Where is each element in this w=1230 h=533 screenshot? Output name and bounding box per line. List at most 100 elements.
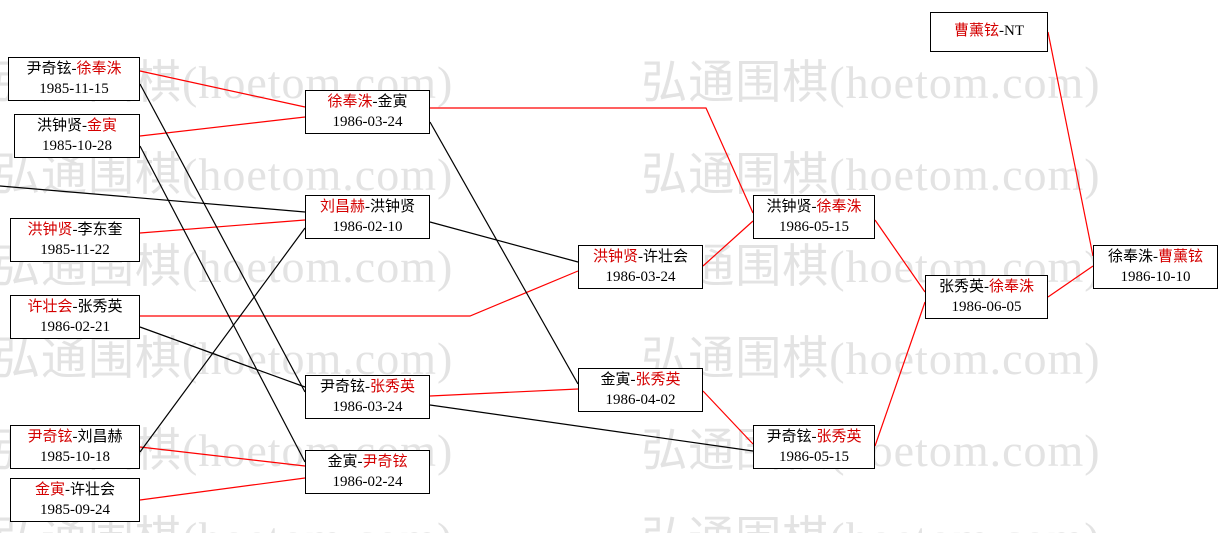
loser-name: 张秀英 xyxy=(77,299,123,315)
match-box-m9: 尹奇铉-张秀英 1986-03-24 xyxy=(305,375,430,419)
loser-name: 尹奇铉 xyxy=(319,379,365,395)
match-players: 刘昌赫-洪钟贤 xyxy=(306,197,429,217)
connector-line-m13-to-m15 xyxy=(874,219,926,293)
connector-line-m1-to-m9 xyxy=(139,83,306,393)
player-separator: - xyxy=(65,482,70,498)
match-date: 1986-05-15 xyxy=(779,449,849,465)
match-players: 许壮会-张秀英 xyxy=(11,297,139,317)
winner-name: 张秀英 xyxy=(370,379,416,395)
match-date: 1986-10-10 xyxy=(1120,269,1191,285)
winner-name: 徐奉洙 xyxy=(327,94,373,110)
match-date: 1986-04-02 xyxy=(605,392,676,408)
loser-name: 徐奉洙 xyxy=(1107,249,1153,265)
loser-name: 金寅 xyxy=(600,372,631,388)
loser-name: 李东奎 xyxy=(77,222,123,238)
match-players: 洪钟贤-金寅 xyxy=(15,116,139,136)
match-date: 1985-10-18 xyxy=(40,449,110,465)
winner-name: 金寅 xyxy=(34,482,65,498)
winner-name: 张秀英 xyxy=(816,429,862,445)
player-separator: - xyxy=(638,249,643,265)
match-box-m1: 尹奇铉-徐奉洙 1985-11-15 xyxy=(8,57,140,101)
loser-name: 尹奇铉 xyxy=(766,429,812,445)
connector-line-m2-to-m7 xyxy=(139,116,306,137)
match-date: 1986-03-24 xyxy=(332,399,403,415)
match-players: 尹奇铉-张秀英 xyxy=(754,427,874,447)
connector-line-m14-to-m15 xyxy=(874,301,926,447)
match-players: 尹奇铉-徐奉洙 xyxy=(9,59,139,79)
player-separator: - xyxy=(72,299,78,315)
match-date: 1985-11-15 xyxy=(39,81,109,97)
loser-name: 张秀英 xyxy=(938,279,984,295)
connector-line-m12-to-m14 xyxy=(702,390,754,445)
connector-line-m4-to-m9 xyxy=(139,326,306,388)
player-separator: - xyxy=(811,199,817,215)
match-players: 徐奉洙-金寅 xyxy=(306,92,429,112)
match-players: 尹奇铉-张秀英 xyxy=(306,377,429,397)
match-players: 洪钟贤-徐奉洙 xyxy=(754,197,874,217)
player-separator: - xyxy=(72,222,78,238)
loser-name: 许壮会 xyxy=(70,482,116,498)
match-players: 洪钟贤-李东奎 xyxy=(11,220,139,240)
connector-line-left-edge-to-m8 xyxy=(0,185,306,213)
player-separator: - xyxy=(82,118,87,134)
player-separator: - xyxy=(630,372,636,388)
winner-name: 徐奉洙 xyxy=(816,199,862,215)
loser-name: 洪钟贤 xyxy=(370,199,416,215)
player-separator: - xyxy=(984,279,989,295)
match-players: 徐奉洙-曹薰铉 xyxy=(1094,247,1217,267)
match-box-m15: 张秀英-徐奉洙 1986-06-05 xyxy=(925,275,1048,319)
match-date: 1985-10-28 xyxy=(42,138,112,154)
connector-line-m5-to-m8 xyxy=(139,227,306,453)
player-separator: - xyxy=(365,379,370,395)
player-separator: - xyxy=(365,199,370,215)
connector-line-m4-to-m11 xyxy=(140,270,579,317)
connector-line-m15-to-m17 xyxy=(1047,265,1094,298)
winner-name: 曹薰铉 xyxy=(953,23,999,39)
match-date: 1986-05-15 xyxy=(779,219,849,235)
loser-name: NT xyxy=(1004,23,1024,39)
player-separator: - xyxy=(999,23,1004,39)
connector-line-m5-to-m10 xyxy=(139,446,306,467)
connector-line-m11-to-m13 xyxy=(702,220,754,267)
player-separator: - xyxy=(357,454,363,470)
winner-name: 洪钟贤 xyxy=(27,222,73,238)
match-box-m14: 尹奇铉-张秀英 1986-05-15 xyxy=(753,425,875,469)
winner-name: 徐奉洙 xyxy=(76,61,122,77)
match-date: 1986-02-10 xyxy=(332,219,403,235)
match-date: 1986-02-24 xyxy=(332,474,403,490)
match-box-m17: 徐奉洙-曹薰铉 1986-10-10 xyxy=(1093,245,1218,289)
player-separator: - xyxy=(72,429,78,445)
connector-line-m8-to-m11 xyxy=(429,221,579,263)
loser-name: 金寅 xyxy=(377,94,408,110)
winner-name: 尹奇铉 xyxy=(362,454,408,470)
winner-name: 金寅 xyxy=(87,118,118,134)
player-separator: - xyxy=(1153,249,1158,265)
loser-name: 尹奇铉 xyxy=(26,61,72,77)
match-box-m6: 金寅-许壮会 1985-09-24 xyxy=(10,478,140,522)
connector-line-m9-to-m12 xyxy=(429,388,579,397)
loser-name: 洪钟贤 xyxy=(36,118,82,134)
match-date: 1986-06-05 xyxy=(951,299,1022,315)
connector-line-m2-to-m10 xyxy=(139,145,306,463)
winner-name: 许壮会 xyxy=(27,299,73,315)
match-players: 曹薰铉-NT xyxy=(931,21,1047,41)
winner-name: 曹薰铉 xyxy=(1158,249,1204,265)
loser-name: 许壮会 xyxy=(643,249,689,265)
connector-line-m6-to-m10 xyxy=(139,477,306,501)
match-box-m16: 曹薰铉-NT xyxy=(930,12,1048,52)
match-box-m8: 刘昌赫-洪钟贤 1986-02-10 xyxy=(305,195,430,239)
match-players: 洪钟贤-许壮会 xyxy=(579,247,702,267)
winner-name: 徐奉洙 xyxy=(989,279,1035,295)
player-separator: - xyxy=(71,61,77,77)
match-players: 张秀英-徐奉洙 xyxy=(926,277,1047,297)
match-date: 1985-09-24 xyxy=(40,502,110,518)
loser-name: 刘昌赫 xyxy=(77,429,123,445)
